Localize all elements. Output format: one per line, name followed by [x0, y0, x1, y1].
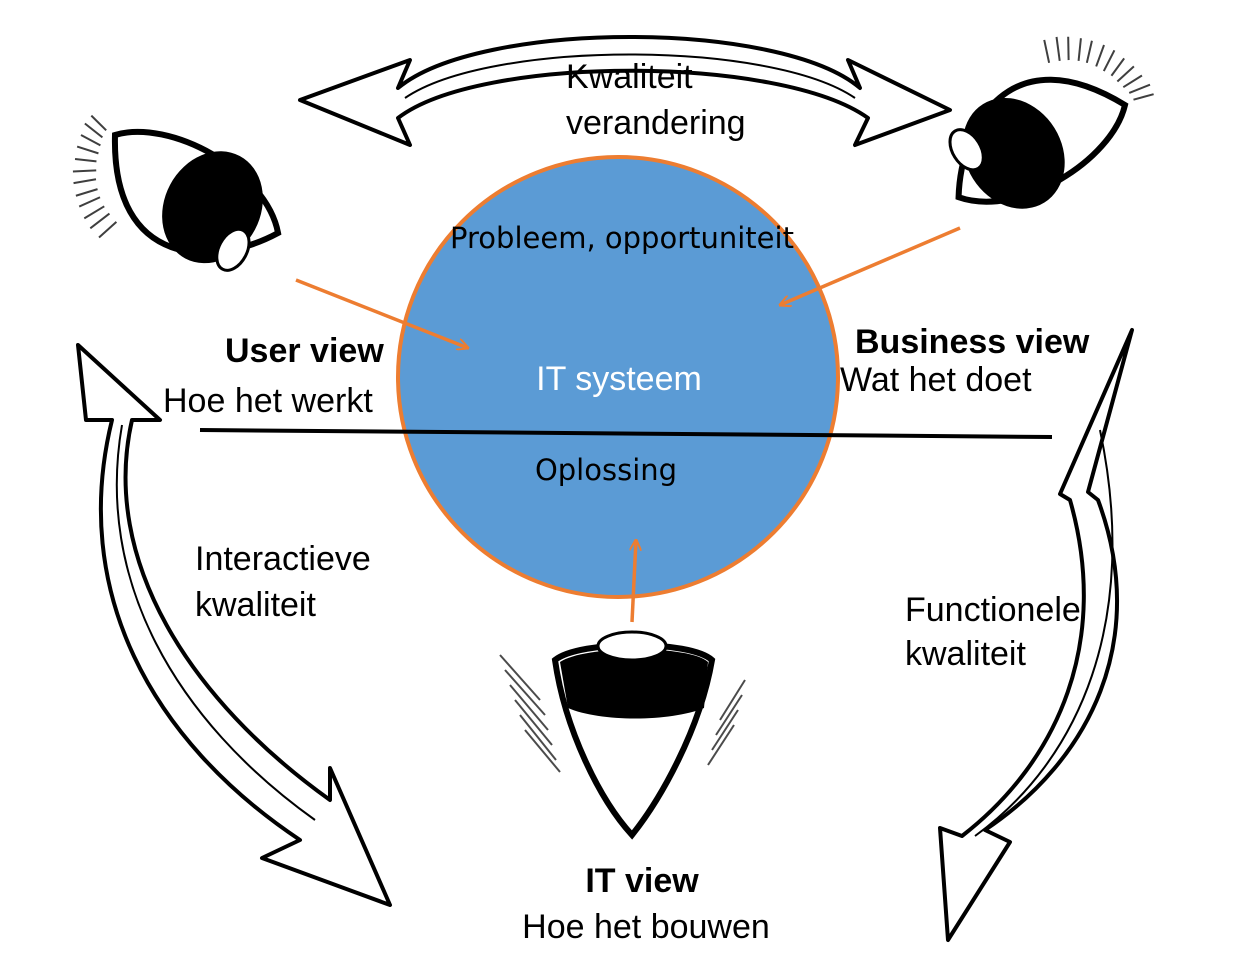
circle-bottom-label: Oplossing [535, 453, 677, 487]
business-view-title: Business view [855, 323, 1090, 361]
top-arrow-label-line2: verandering [566, 104, 746, 142]
right-curved-arrow-icon [938, 328, 1134, 942]
business-view-subtitle: Wat het doet [840, 361, 1032, 399]
user-view-title: User view [225, 332, 384, 370]
it-view-eye-icon [499, 630, 746, 840]
circle-center-label: IT systeem [536, 360, 702, 398]
top-curved-arrow-icon [298, 35, 952, 147]
business-view-eye-icon [948, 36, 1154, 209]
it-view-subtitle: Hoe het bouwen [522, 908, 770, 946]
it-pointer-arrow [632, 540, 636, 623]
left-arrow-label-line2: kwaliteit [195, 586, 316, 624]
it-system-circle [396, 155, 840, 599]
divider-line [199, 428, 1053, 439]
left-arrow-label-line1: Interactieve [195, 540, 371, 578]
right-arrow-label-line2: kwaliteit [905, 635, 1026, 673]
user-view-subtitle: Hoe het werkt [163, 382, 373, 420]
right-arrow-label-line1: Functionele [905, 591, 1081, 629]
left-curved-arrow-icon [76, 343, 392, 907]
user-view-eye-icon [72, 114, 282, 272]
circle-top-label: Probleem, opportuniteit [450, 221, 794, 255]
user-pointer-arrow [295, 278, 468, 348]
it-view-title: IT view [585, 862, 699, 900]
business-pointer-arrow [780, 226, 961, 305]
top-arrow-label-line1: Kwaliteit [566, 58, 693, 96]
